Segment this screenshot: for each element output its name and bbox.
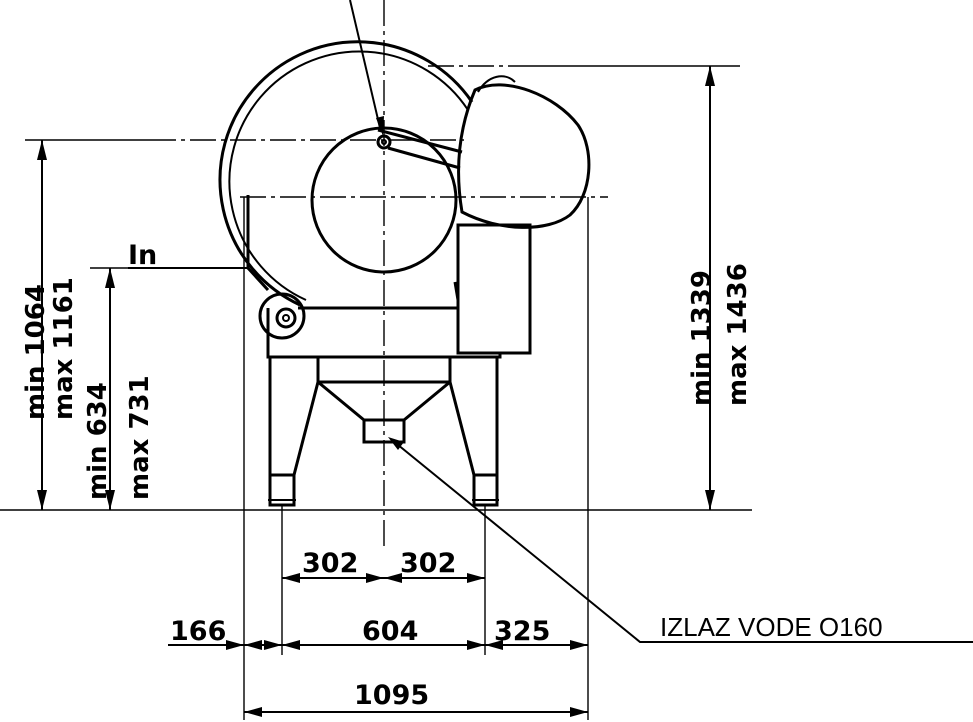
height-top-max: max 1161	[49, 277, 79, 420]
width-half-left: 302	[302, 548, 358, 579]
height-total-min: min 1339	[687, 270, 717, 406]
center-lines	[150, 0, 608, 548]
dimension-lines	[37, 66, 715, 717]
extension-lines	[0, 65, 752, 720]
height-inlet-max: max 731	[125, 375, 155, 500]
width-total: 1095	[354, 680, 429, 711]
height-top-min: min 1064	[21, 284, 51, 420]
width-right-offset: 325	[494, 616, 550, 647]
height-total-max: max 1436	[723, 263, 753, 406]
width-left-offset: 166	[170, 616, 226, 647]
outlet-label: IZLAZ VODE O160	[660, 612, 883, 642]
machine-outline	[218, 40, 591, 507]
height-inlet-min: min 634	[83, 382, 113, 500]
width-leg-span: 604	[362, 616, 418, 647]
width-half-right: 302	[400, 548, 456, 579]
inlet-label: In	[128, 240, 157, 271]
